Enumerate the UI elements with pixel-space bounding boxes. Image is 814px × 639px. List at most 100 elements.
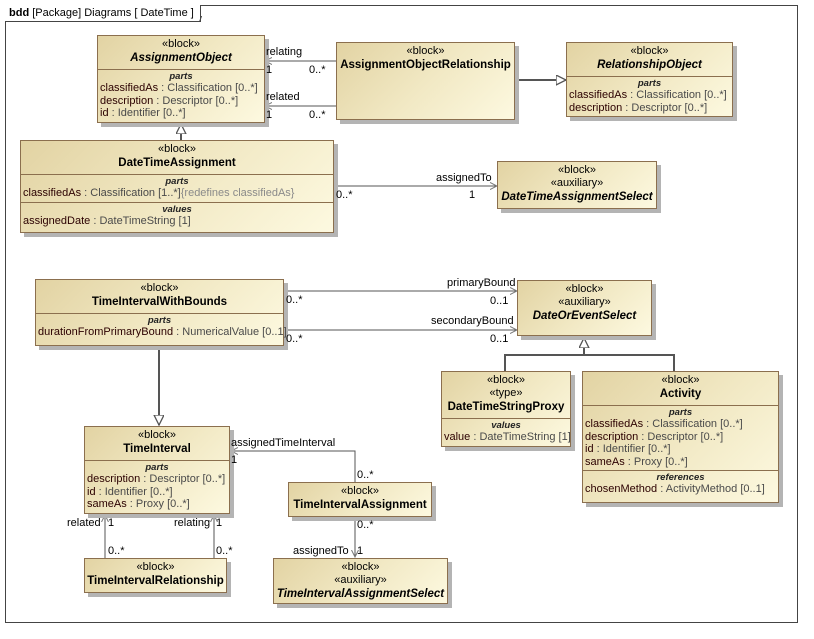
stereotype-label: «block»	[138, 429, 176, 441]
block-date-or-event-select[interactable]: «block»«auxiliary»DateOrEventSelect	[517, 280, 652, 336]
diagram-frame	[5, 5, 798, 623]
property-constraint: {redefines classifiedAs}	[180, 187, 295, 199]
property-name: sameAs	[585, 455, 625, 468]
property-name: durationFromPrimaryBound	[38, 326, 174, 338]
property-type: : Classification [0..*]	[627, 89, 727, 101]
role-label: relating	[266, 46, 303, 58]
multiplicity-label: 0..*	[336, 189, 353, 201]
property-type: : Classification [0..*]	[158, 82, 258, 94]
property-name: description	[585, 430, 639, 443]
block-header: «block» DateTimeAssignment	[21, 141, 333, 174]
property-type: : Classification [1..*]	[81, 187, 181, 199]
stereotype-label: «block»	[558, 164, 596, 176]
stereotype-label: «block»	[487, 374, 525, 386]
multiplicity-label: 1	[266, 64, 273, 76]
multiplicity-label: 0..*	[357, 519, 374, 531]
stereotype-label: «type»	[489, 387, 523, 399]
block-name: TimeIntervalRelationship	[87, 575, 224, 587]
block-time-interval-assignment[interactable]: «block» TimeIntervalAssignment	[288, 482, 432, 517]
property-name: chosenMethod	[585, 483, 658, 495]
block-header: «block»TimeIntervalRelationship	[85, 559, 226, 592]
compartment-title: parts	[169, 71, 193, 82]
block-time-interval-relationship[interactable]: «block»TimeIntervalRelationship	[84, 558, 227, 593]
diagram-title: [Package] Diagrams [ DateTime ]	[32, 7, 194, 19]
block-name: TimeIntervalAssignmentSelect	[276, 588, 445, 600]
block-header: «block» AssignmentObject	[98, 36, 264, 69]
compartment-title: parts	[147, 315, 172, 326]
property-row[interactable]: description : Descriptor [0..*]	[100, 95, 262, 108]
property-row[interactable]: description : Descriptor [0..*]	[585, 431, 776, 444]
compartment-title: values	[491, 420, 521, 431]
multiplicity-label: 0..*	[309, 109, 326, 121]
property-name: id	[585, 443, 594, 455]
property-row[interactable]: id : Identifier [0..*]	[585, 443, 776, 456]
block-assignment-object-relationship[interactable]: «block»AssignmentObjectRelationship	[336, 42, 515, 120]
block-name: AssignmentObject	[130, 52, 232, 64]
property-row[interactable]: id : Identifier [0..*]	[100, 107, 262, 120]
property-name: classifiedAs	[585, 418, 644, 430]
property-row[interactable]: classifiedAs : Classification [0..*]	[569, 89, 730, 102]
multiplicity-label: 1	[357, 545, 364, 557]
block-header: «block»«auxiliary»TimeIntervalAssignment…	[274, 559, 447, 605]
role-label: assignedTo	[436, 172, 492, 184]
property-row[interactable]: assignedDate : DateTimeString [1]	[23, 215, 331, 228]
stereotype-label: «block»	[341, 485, 379, 497]
property-type: : Identifier [0..*]	[593, 443, 671, 455]
compartment-title: parts	[145, 462, 169, 473]
generalization-tree-date-or-event[interactable]	[504, 354, 675, 371]
multiplicity-label: 0..*	[108, 545, 125, 557]
block-date-time-assignment-select[interactable]: «block»«auxiliary»DateTimeAssignmentSele…	[497, 161, 657, 209]
property-row[interactable]: description : Descriptor [0..*]	[569, 102, 730, 115]
property-name: description	[87, 473, 141, 485]
property-row[interactable]: sameAs : Proxy [0..*]	[585, 456, 776, 469]
multiplicity-label: 1	[266, 109, 273, 121]
diagram-frame-header: bdd [Package] Diagrams [ DateTime ]	[5, 5, 201, 22]
property-row[interactable]: value : DateTimeString [1]	[444, 431, 571, 444]
property-type: : Identifier [0..*]	[95, 485, 173, 498]
property-row[interactable]: sameAs : Proxy [0..*]	[87, 498, 227, 511]
property-row[interactable]: durationFromPrimaryBound : NumericalValu…	[38, 326, 287, 339]
property-type: : Descriptor [0..*]	[638, 430, 724, 443]
multiplicity-label: 0..*	[286, 333, 303, 345]
property-row[interactable]: classifiedAs : Classification [1..*]{red…	[23, 187, 331, 200]
compartment-title: references	[656, 472, 705, 483]
block-name: DateTimeAssignment	[118, 157, 236, 169]
multiplicity-label: 0..1	[490, 333, 509, 345]
stereotype-label: «block»	[162, 38, 200, 50]
compartment-title: values	[162, 203, 192, 215]
property-type: : DateTimeString [1]	[470, 431, 571, 443]
block-name: TimeInterval	[123, 443, 191, 455]
stereotype-label: «block»	[158, 143, 196, 155]
property-row[interactable]: chosenMethod : ActivityMethod [0..1]	[585, 483, 776, 496]
stereotype-label: «block»	[630, 45, 669, 57]
property-row[interactable]: description : Descriptor [0..*]	[87, 473, 227, 486]
multiplicity-label: 0..*	[216, 545, 233, 557]
property-row[interactable]: classifiedAs : Classification [0..*]	[100, 82, 262, 95]
property-row[interactable]: id : Identifier [0..*]	[87, 486, 227, 499]
association-assigned-time-interval[interactable]	[231, 451, 356, 482]
block-time-interval-assignment-select[interactable]: «block»«auxiliary»TimeIntervalAssignment…	[273, 558, 448, 604]
property-row[interactable]: classifiedAs : Classification [0..*]	[585, 418, 776, 431]
block-name: TimeIntervalAssignment	[293, 499, 427, 511]
property-type: : NumericalValue [0..1]	[173, 326, 287, 338]
role-label: relating	[174, 517, 211, 529]
stereotype-label: «block»	[406, 45, 445, 57]
property-name: sameAs	[87, 498, 127, 510]
stereotype-label: «block»	[140, 282, 179, 294]
block-header: «block» TimeIntervalAssignment	[289, 483, 431, 516]
block-header: «block» TimeInterval	[85, 427, 229, 460]
